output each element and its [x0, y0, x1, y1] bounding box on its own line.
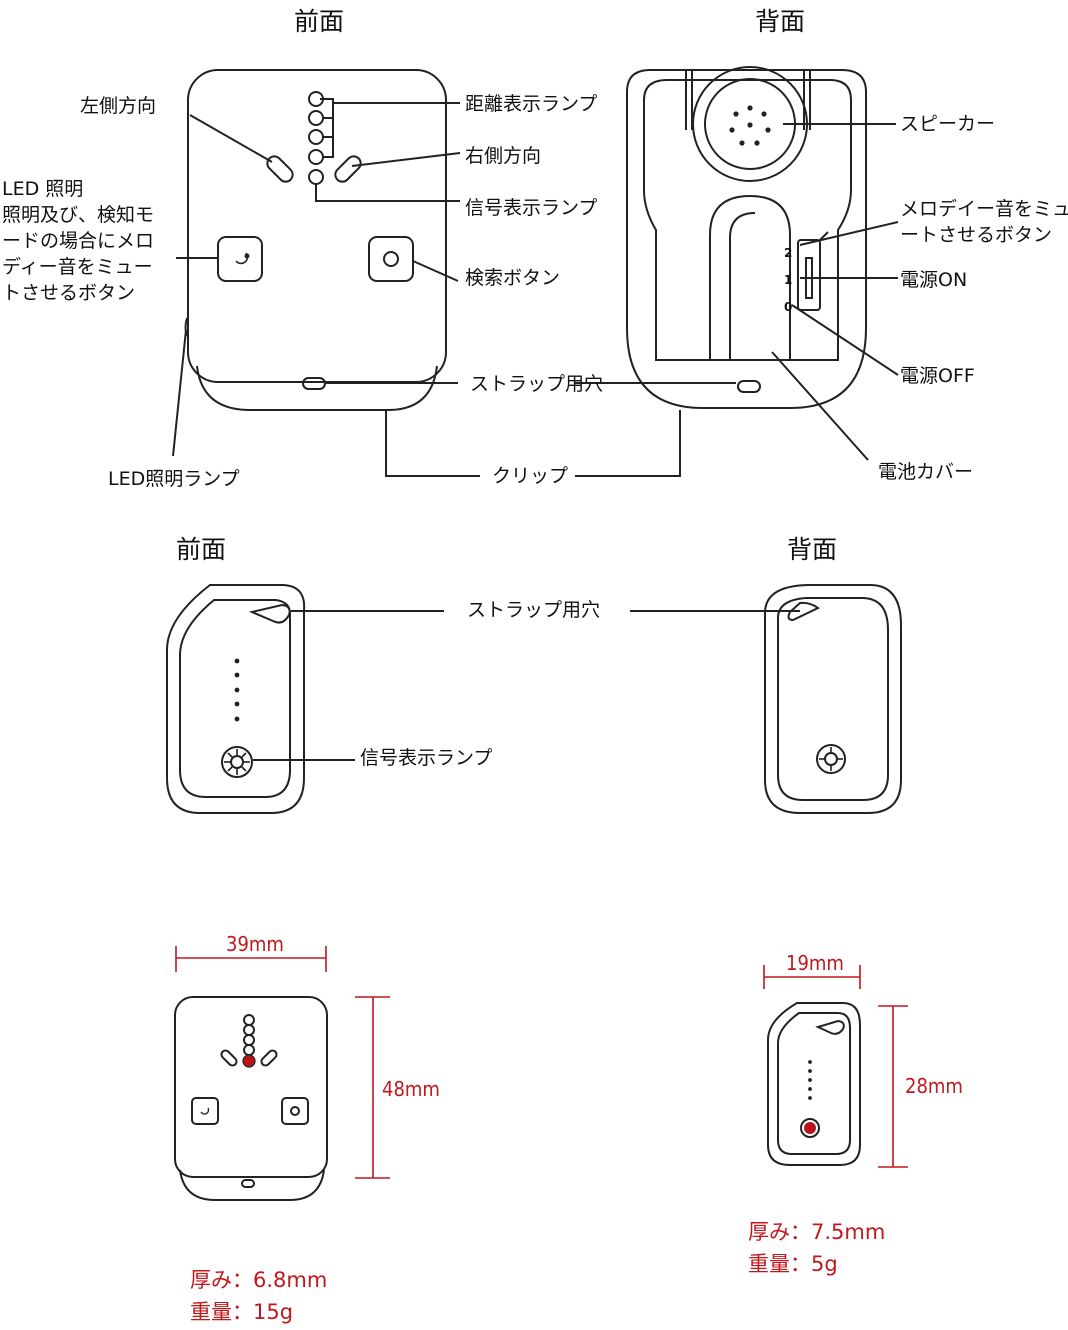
label-power-on: 電源ON [900, 269, 968, 291]
label-mute-button: メロデイー音をミュ ートさせるボタン [900, 198, 1068, 246]
tag-signal-lamp-front [221, 746, 253, 778]
switch-mark-1: 1 [784, 273, 793, 287]
label-strap-hole: ストラップ用穴 [470, 373, 604, 395]
label-left-direction: 左側方向 [80, 95, 157, 117]
dimension-lines [175, 946, 908, 1179]
label-strap-hole-2: ストラップ用穴 [467, 599, 601, 621]
specs-tag: 厚み：7.5mm 重量：5g [748, 1220, 886, 1276]
main-front-device [184, 69, 447, 411]
label-led-lighting: LED 照明 照明及び、検知モ ードの場合にメロ ディー音をミュー トさせるボタ… [2, 178, 155, 304]
left-direction-lamp [266, 155, 294, 183]
led-button [217, 236, 263, 282]
main-back-device [626, 66, 867, 409]
dim-main-width: 39mm [226, 932, 284, 956]
distance-lamp-3 [308, 129, 324, 145]
mini-tag-device [767, 1002, 861, 1166]
right-direction-lamp [334, 155, 362, 183]
label-distance-lamp: 距離表示ランプ [465, 93, 598, 115]
label-search-button: 検索ボタン [465, 267, 561, 289]
label-battery-cover: 電池カバー [878, 461, 974, 483]
strap-hole-front [302, 377, 326, 390]
tag-back-device [764, 584, 902, 814]
label-clip: クリップ [492, 465, 569, 487]
label-right-direction: 右側方向 [465, 145, 542, 167]
heading-sub-back: 背面 [787, 535, 838, 564]
strap-hole-back [737, 380, 761, 393]
mini-main-device [174, 996, 328, 1201]
distance-lamp-2 [308, 110, 324, 126]
dim-tag-height: 28mm [905, 1074, 963, 1098]
heading-main-back: 背面 [755, 7, 806, 36]
signal-lamp-front [308, 169, 324, 185]
heading-sub-front: 前面 [176, 535, 227, 564]
tag-front-device [166, 584, 306, 814]
label-speaker: スピーカー [900, 113, 996, 135]
mini-tag-signal-red [804, 1122, 816, 1134]
mini-main-signal-red [242, 1054, 256, 1068]
distance-lamp-4 [308, 149, 324, 165]
tag-strap-hole-back [787, 601, 820, 622]
dim-tag-width: 19mm [786, 951, 844, 975]
label-led-lamp: LED照明ランプ [108, 468, 240, 490]
heading-main-front: 前面 [294, 7, 345, 36]
switch-mark-2: 2 [784, 246, 793, 260]
search-button-shape [368, 236, 414, 282]
label-signal-lamp-2: 信号表示ランプ [360, 747, 493, 769]
label-power-off: 電源OFF [900, 365, 975, 387]
tag-strap-hole-front [248, 603, 291, 624]
specs-main: 厚み：6.8mm 重量：15g [190, 1268, 328, 1324]
dim-main-height: 48mm [382, 1077, 440, 1101]
label-signal-lamp: 信号表示ランプ [465, 197, 598, 219]
switch-mark-0: 0 [784, 300, 793, 314]
